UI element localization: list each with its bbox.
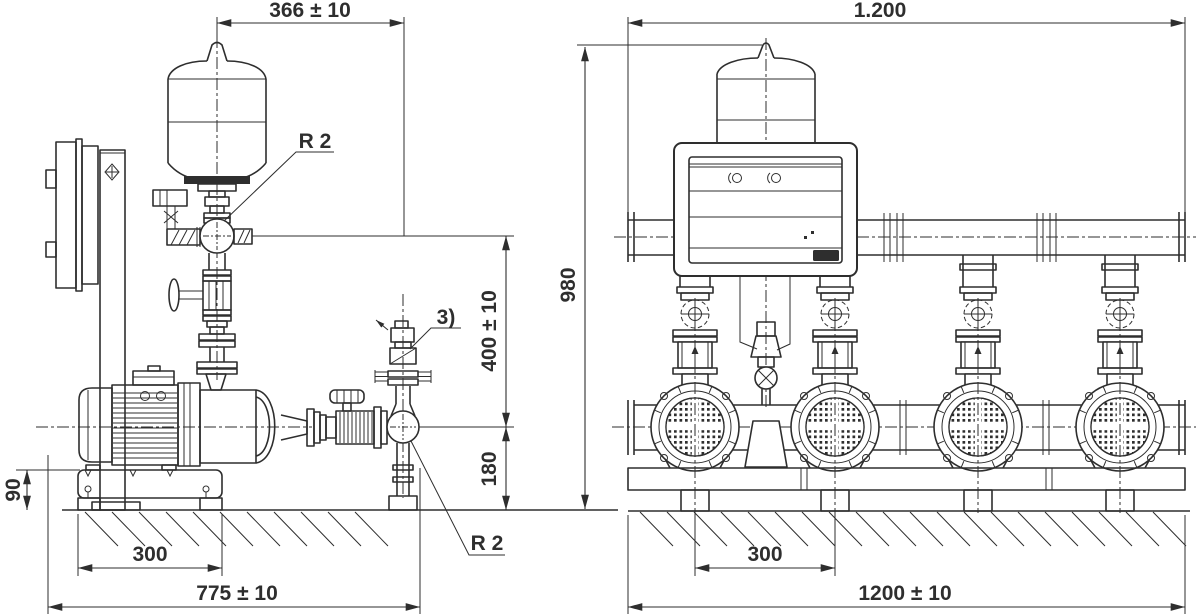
indicator-knob-icon bbox=[767, 172, 781, 184]
dimension-1200-top: 1.200 bbox=[627, 0, 1186, 212]
control-cabinet-front bbox=[673, 142, 858, 277]
dimension-775: 775 ± 10 bbox=[47, 455, 421, 614]
mounting-cross-icon bbox=[104, 163, 120, 181]
pressure-switch bbox=[152, 189, 188, 207]
label-r2-bottom: R 2 bbox=[471, 532, 504, 555]
front-view: 1.200 980 300 1200 ± 10 bbox=[557, 0, 1196, 614]
side-view: 366 ± 10 400 ± 10 180 90 300 775 ± 10 bbox=[2, 0, 618, 614]
dim-label-180: 180 bbox=[478, 451, 501, 486]
pressure-sensor-assembly bbox=[739, 276, 791, 405]
pump-risers bbox=[676, 255, 1139, 301]
dim-label-1200-bottom: 1200 ± 10 bbox=[858, 582, 951, 605]
dimension-1200-bottom: 1200 ± 10 bbox=[627, 515, 1186, 614]
dim-label-90: 90 bbox=[2, 478, 25, 501]
callout-r2-bottom: R 2 bbox=[410, 440, 505, 556]
dim-label-980: 980 bbox=[557, 267, 580, 302]
diaphragm-vessel-side bbox=[167, 41, 267, 224]
floor-hatch-side bbox=[84, 511, 389, 547]
dimension-300-side: 300 bbox=[77, 514, 223, 576]
terminal-box bbox=[132, 370, 175, 386]
cabinet-nameplate bbox=[813, 250, 839, 261]
control-cabinet-side bbox=[45, 138, 141, 511]
floor-hatch-front bbox=[639, 511, 1187, 547]
vessel-tee-assembly bbox=[152, 189, 253, 254]
discharge-line-side bbox=[280, 319, 432, 511]
label-note3: 3) bbox=[437, 306, 456, 329]
diaphragm-vessel-front bbox=[716, 42, 816, 143]
dim-label-300-side: 300 bbox=[132, 543, 167, 566]
dim-label-400: 400 ± 10 bbox=[478, 290, 501, 372]
callout-r2-top: R 2 bbox=[223, 130, 334, 222]
base-frame-front bbox=[627, 467, 1186, 512]
dim-label-775: 775 ± 10 bbox=[196, 582, 278, 605]
dim-label-366: 366 ± 10 bbox=[269, 0, 351, 22]
dimension-400: 400 ± 10 bbox=[252, 235, 514, 428]
callout-note3: 3) bbox=[409, 306, 461, 350]
dim-label-1200-top: 1.200 bbox=[854, 0, 907, 22]
dimension-90: 90 bbox=[2, 469, 80, 510]
dimension-980: 980 bbox=[557, 44, 762, 509]
discharge-manifold bbox=[627, 212, 1186, 262]
dimension-366: 366 ± 10 bbox=[216, 0, 405, 236]
manifold-support-bracket bbox=[744, 420, 788, 468]
pump-motor-side bbox=[78, 365, 276, 471]
dimension-180: 180 bbox=[478, 427, 510, 510]
indicator-knob-icon bbox=[728, 172, 742, 184]
vessel-flange bbox=[184, 176, 250, 184]
pump-centerlines bbox=[694, 298, 1121, 513]
valve-handwheel-side bbox=[168, 278, 180, 312]
gate-valve-handwheel bbox=[329, 389, 365, 404]
dimension-300-front: 300 bbox=[694, 513, 836, 576]
label-r2-top: R 2 bbox=[299, 130, 332, 153]
suction-drop-pipe bbox=[168, 253, 238, 391]
dim-label-300-front: 300 bbox=[747, 543, 782, 566]
